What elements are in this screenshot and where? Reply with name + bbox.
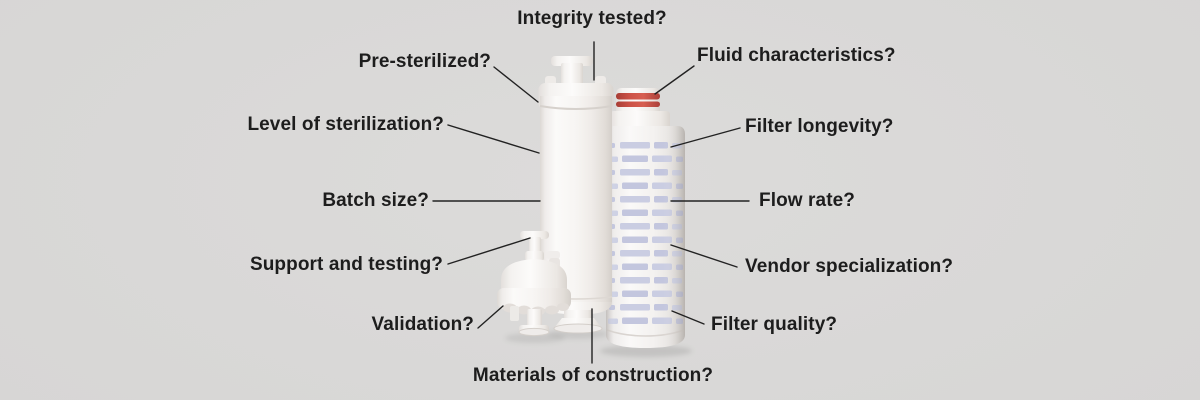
leader-line-filter-longevity (670, 127, 741, 148)
leader-line-filter-quality (671, 310, 705, 325)
pleated-cartridge-filter (606, 88, 685, 348)
label-pre-sterilized: Pre-sterilized? (358, 51, 491, 72)
outlet-stem (564, 310, 592, 320)
label-fluid-characteristics: Fluid characteristics? (697, 45, 896, 66)
sanitary-port-stem (561, 63, 583, 85)
leader-line-vendor-specialization (670, 244, 738, 268)
small-capsule-filter (497, 231, 571, 337)
leader-line-pre-sterilized (493, 66, 539, 103)
leader-line-level-of-sterilization (447, 124, 540, 154)
label-materials-of-construction: Materials of construction? (472, 365, 714, 386)
label-support-and-testing: Support and testing? (249, 254, 443, 275)
label-validation: Validation? (371, 314, 474, 335)
label-vendor-specialization: Vendor specialization? (745, 256, 954, 277)
label-integrity-tested: Integrity tested? (517, 8, 667, 29)
sanitary-port-plate (551, 56, 593, 66)
label-batch-size: Batch size? (322, 190, 429, 211)
vent-valve (520, 231, 549, 239)
leader-lines (432, 41, 750, 364)
large-capsule-filter (538, 56, 614, 334)
o-ring-bottom (616, 101, 660, 107)
label-level-of-sterilization: Level of sterilization? (247, 114, 444, 135)
label-filter-quality: Filter quality? (711, 314, 838, 335)
o-ring-top (616, 93, 660, 100)
leader-line-validation (477, 305, 504, 329)
leader-line-fluid-characteristics (654, 65, 695, 95)
label-filter-longevity: Filter longevity? (745, 116, 894, 137)
leader-line-support-and-testing (447, 237, 531, 265)
label-flow-rate: Flow rate? (759, 190, 856, 211)
